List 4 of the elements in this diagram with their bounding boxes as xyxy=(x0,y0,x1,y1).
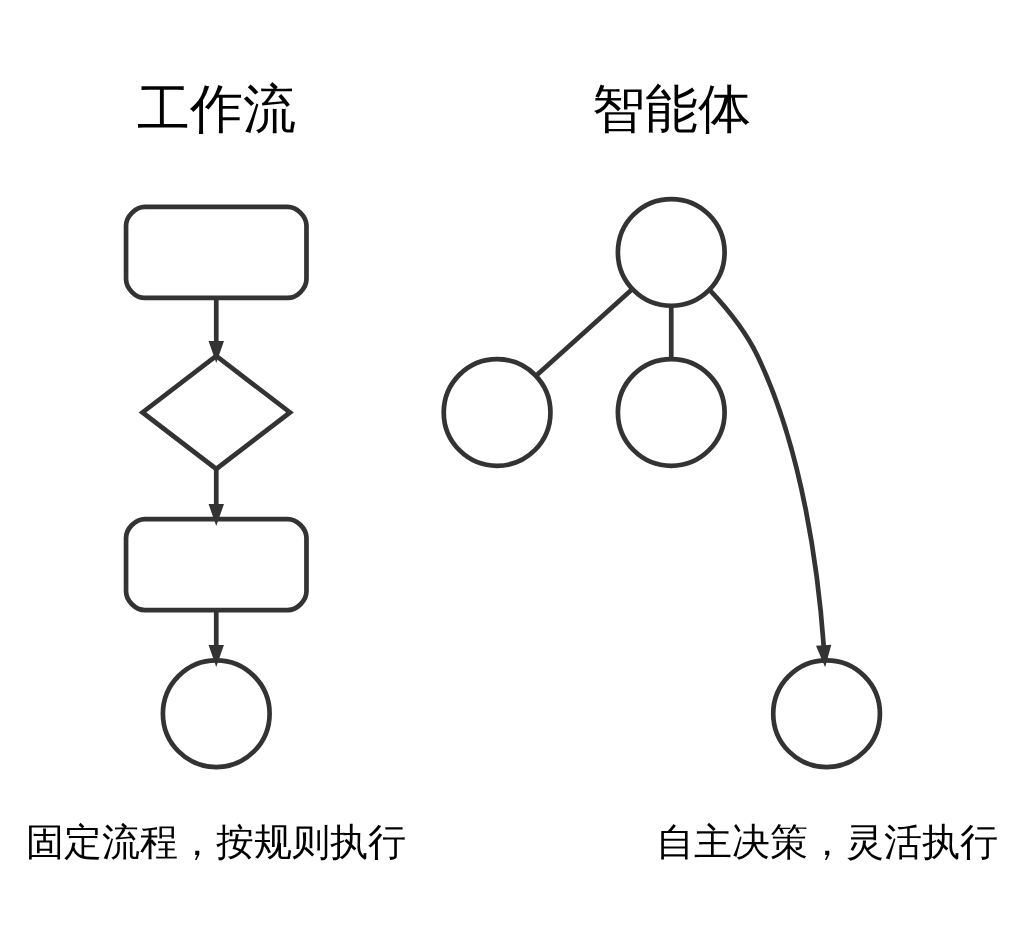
label: 固定流程，按规则执行 xyxy=(26,820,407,865)
label: 工作流 xyxy=(136,79,296,140)
label: 自主决策，灵活执行 xyxy=(655,820,998,865)
label: 智能体 xyxy=(591,79,751,140)
